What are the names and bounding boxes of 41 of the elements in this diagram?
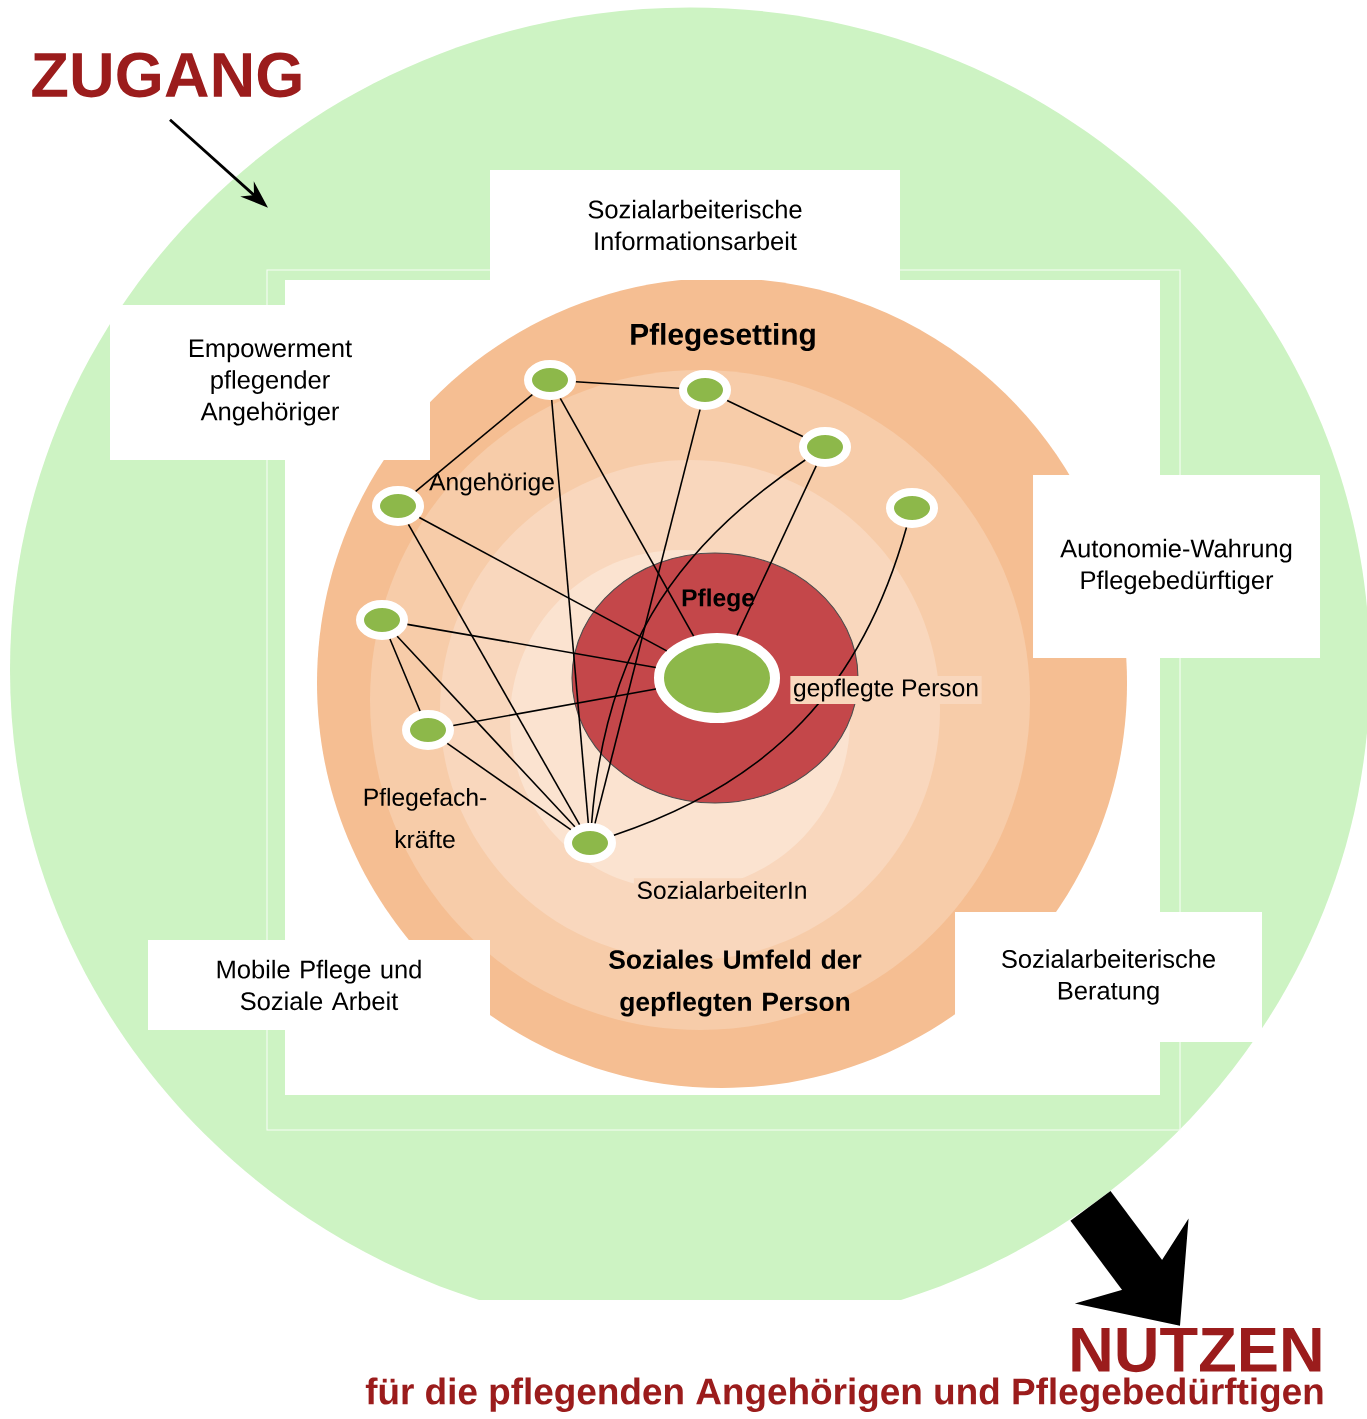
connector-line xyxy=(559,397,695,637)
text-box: Autonomie-Wahrung Pflegebedürftiger xyxy=(1033,475,1320,658)
network-dot xyxy=(679,370,731,410)
benefit-heading: NUTZEN für die pflegenden Angehörigen und Pflegebedürftigen xyxy=(365,1328,1323,1412)
text-box: Mobile Pflege und Soziale Arbeit xyxy=(148,940,490,1030)
connector-line xyxy=(396,635,576,828)
network-dot xyxy=(402,710,454,750)
text-box: Sozialarbeiterische Informationsarbeit xyxy=(490,170,900,280)
connector-line xyxy=(594,408,701,825)
network-dot xyxy=(524,360,576,400)
node-label: Pflegesetting xyxy=(631,323,815,351)
network-dot xyxy=(372,486,424,526)
node-caption: gepflegte Person xyxy=(790,675,982,705)
connector-line xyxy=(418,516,668,652)
node-label: Soziales Umfeld der gepflegten Person xyxy=(609,949,862,1017)
connector-line xyxy=(613,526,908,836)
connector-line xyxy=(736,465,817,637)
network-dot xyxy=(564,823,616,863)
group-label: Pflegefach- kräfte xyxy=(364,787,487,849)
group-label: Angehörige xyxy=(429,472,554,496)
node-label: Empowerment pflegender Angehöriger xyxy=(189,339,352,426)
connector-line xyxy=(575,380,680,390)
connector-line xyxy=(590,459,807,824)
node-label: Sozialarbeiterische Informationsarbeit xyxy=(588,199,802,251)
heading: ZUGANG xyxy=(32,52,301,98)
connector-line xyxy=(406,623,657,669)
connector-line xyxy=(414,393,534,493)
node-caption: SozialarbeiterIn xyxy=(633,878,811,902)
connector-line xyxy=(407,523,581,826)
connector-line xyxy=(389,638,421,712)
network-dot xyxy=(799,427,851,467)
connector-line xyxy=(550,399,590,824)
node-label: Sozialarbeiterische Beratung xyxy=(1002,949,1215,1005)
text-box: Empowerment pflegender Angehöriger xyxy=(110,305,430,460)
network-dot xyxy=(886,488,938,528)
connector-line xyxy=(446,742,572,831)
node-label: Mobile Pflege und Soziale Arbeit xyxy=(217,959,421,1011)
connector-line xyxy=(452,688,657,727)
network-dot xyxy=(356,600,408,640)
text-box: Sozialarbeiterische Beratung xyxy=(955,912,1262,1042)
connector-line xyxy=(726,399,804,438)
